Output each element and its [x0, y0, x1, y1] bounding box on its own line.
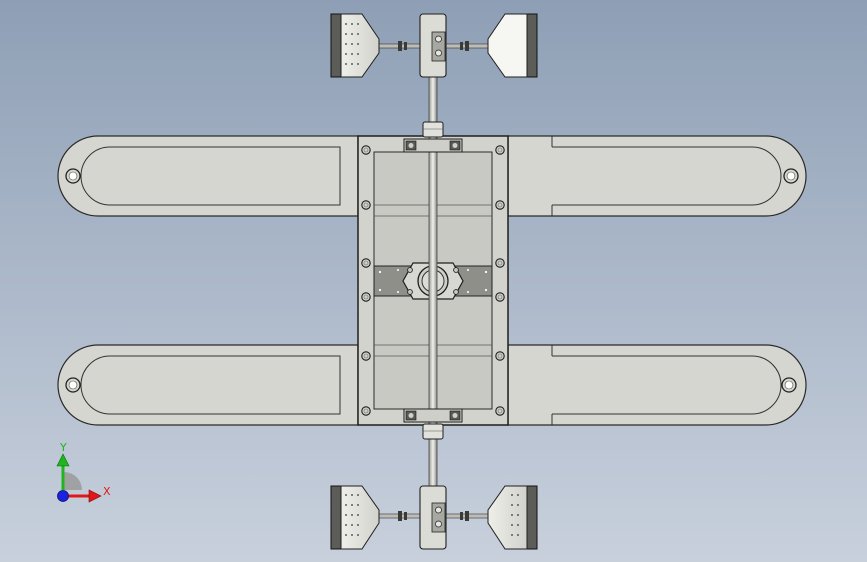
- bottom-gripper-assembly: [330, 485, 538, 550]
- frame-bolts: [361, 145, 505, 416]
- lower-arm-right: [507, 344, 807, 426]
- lower-arm-left: [57, 344, 359, 426]
- reference-triad: Y X: [56, 441, 111, 503]
- upper-arm-left: [57, 135, 359, 217]
- triad-xy-plane-icon: [64, 472, 82, 490]
- z-axis-dot-icon: [57, 490, 69, 502]
- bearing-block-bottom: [403, 408, 463, 440]
- y-axis-label: Y: [59, 441, 67, 454]
- top-gripper-assembly: [330, 13, 538, 78]
- x-axis-label: X: [103, 485, 111, 498]
- y-axis-arrow-icon: [56, 453, 70, 490]
- upper-arm-right: [507, 135, 807, 217]
- bearing-block-top: [403, 121, 463, 153]
